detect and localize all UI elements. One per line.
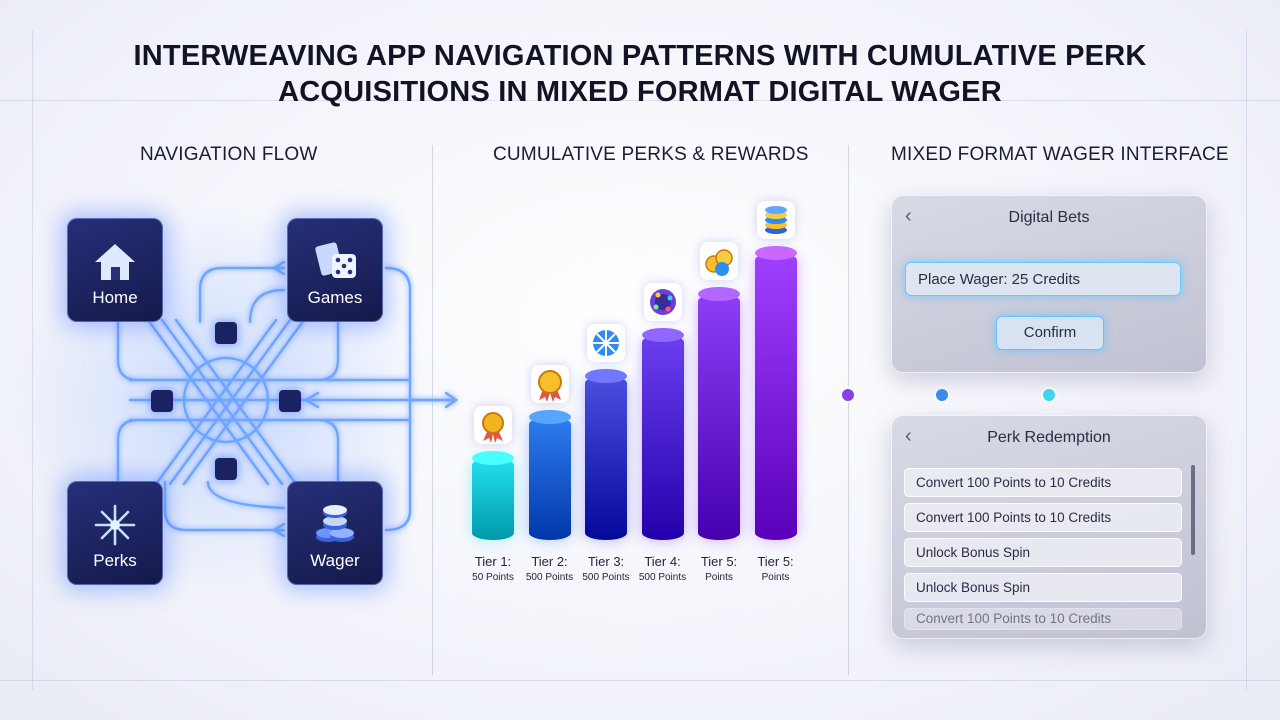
frame-line-top (0, 100, 1280, 101)
section-title-navigation: NAVIGATION FLOW (140, 144, 318, 165)
tier-points: Points (761, 572, 790, 583)
medal-icon (474, 406, 512, 444)
frame-line-right (1246, 30, 1247, 690)
panel-title: Perk Redemption (987, 429, 1111, 446)
tier-label: Tier 5: (700, 554, 738, 569)
coins-icon (700, 242, 738, 280)
tier-label: Tier 3: (587, 554, 625, 569)
tier-label: Tier 4: (644, 554, 681, 569)
tier-points: 50 Points (472, 572, 514, 583)
tier-bar-top (754, 246, 797, 260)
list-item[interactable]: Convert 100 Points to 10 Credits (904, 608, 1182, 630)
wager-input[interactable]: Place Wager: 25 Credits (905, 262, 1181, 296)
tier-bar-top (528, 410, 571, 424)
tier-points: 500 Points (582, 572, 630, 583)
tier-bar (585, 369, 627, 540)
tier-bar (698, 287, 740, 540)
confirm-button[interactable]: Confirm (996, 316, 1104, 350)
tier-label: Tier 1: (474, 554, 512, 569)
nav-node-games[interactable]: Games (287, 218, 383, 322)
roulette-icon (643, 283, 682, 321)
section-title-perks: CUMULATIVE PERKS & REWARDS (493, 144, 809, 165)
digital-bets-panel: ‹ Digital Bets Place Wager: 25 Credits C… (891, 195, 1207, 373)
tier-bar-top (698, 287, 740, 301)
title-line-1: INTERWEAVING APP NAVIGATION PATTERNS WIT… (133, 40, 1147, 72)
tier-points: 500 Points (638, 572, 687, 583)
section-divider-left (432, 145, 433, 675)
chips-icon (287, 503, 383, 547)
dice-cards-icon (287, 240, 383, 284)
nav-node-label: Home (92, 288, 138, 307)
home-icon (67, 240, 163, 284)
tier-points: 500 Points (525, 572, 574, 583)
back-chevron-icon[interactable]: ‹ (905, 205, 912, 227)
tier-label: Tier 5: (757, 554, 794, 569)
tier-bar-top (585, 369, 627, 383)
list-item[interactable]: Convert 100 Points to 10 Credits (904, 468, 1182, 497)
coin-stack-icon (756, 201, 795, 239)
tier-bar (472, 451, 514, 540)
tier-bar (641, 328, 684, 540)
title-line-2: ACQUISITIONS IN MIXED FORMAT DIGITAL WAG… (278, 76, 1002, 108)
tier-bar-top (472, 451, 514, 465)
connector-node-right (279, 390, 301, 412)
perk-redemption-panel: ‹ Perk Redemption Convert 100 Points to … (891, 415, 1207, 639)
list-item[interactable]: Unlock Bonus Spin (904, 538, 1182, 567)
page-title: INTERWEAVING APP NAVIGATION PATTERNS WIT… (0, 38, 1280, 110)
frame-line-bottom (0, 680, 1280, 681)
snowflake-icon (67, 503, 163, 547)
connector-node-top (215, 322, 237, 344)
tier-points: Points (705, 572, 733, 583)
nav-node-label: Wager (310, 551, 360, 570)
connector-node-bottom (215, 458, 237, 480)
tier-bar-top (641, 328, 684, 342)
nav-node-label: Games (307, 288, 363, 307)
scrollbar[interactable] (1191, 465, 1195, 555)
nav-node-home[interactable]: Home (67, 218, 163, 322)
tier-label: Tier 2: (531, 554, 568, 569)
back-chevron-icon[interactable]: ‹ (905, 425, 912, 447)
tier-bar (528, 410, 571, 540)
list-item[interactable]: Convert 100 Points to 10 Credits (904, 503, 1182, 532)
section-title-wager: MIXED FORMAT WAGER INTERFACE (891, 144, 1229, 165)
connector-node-left (151, 390, 173, 412)
nav-node-perks[interactable]: Perks (67, 481, 163, 585)
frame-line-left (32, 30, 33, 690)
panel-title: Digital Bets (1008, 209, 1090, 226)
list-item[interactable]: Unlock Bonus Spin (904, 573, 1182, 602)
tier-bar (754, 246, 797, 540)
coin-medal-icon (530, 365, 569, 403)
nav-node-label: Perks (93, 551, 137, 570)
section-divider-right (848, 145, 849, 675)
wheel-icon (587, 324, 625, 362)
nav-node-wager[interactable]: Wager (287, 481, 383, 585)
